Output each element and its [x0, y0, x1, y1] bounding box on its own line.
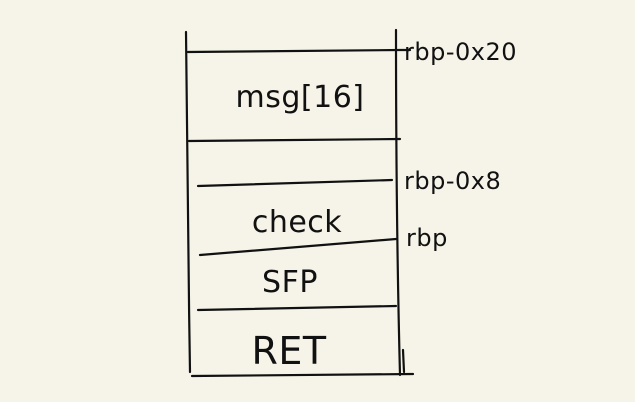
cell-label-sfp: SFP [262, 265, 318, 300]
cell-label-check: check [252, 205, 342, 240]
divider-msg-bottom [187, 137, 402, 143]
stack-bottom-tick [401, 348, 406, 374]
cell-label-ret: RET [251, 329, 326, 373]
offset-label-rbp: rbp [406, 224, 448, 252]
divider-rbp [198, 237, 398, 257]
offset-label-rbp-0x8: rbp-0x8 [404, 167, 501, 195]
stack-right-wall [394, 28, 402, 377]
divider-rbp-0x8 [196, 178, 394, 188]
cell-label-msg: msg[16] [236, 80, 365, 115]
stack-left-wall [184, 30, 192, 374]
offset-label-rbp-0x20: rbp-0x20 [404, 38, 517, 66]
stack-bottom-edge [190, 372, 415, 378]
divider-sfp-ret [196, 304, 398, 312]
divider-rbp-0x20 [186, 48, 412, 54]
